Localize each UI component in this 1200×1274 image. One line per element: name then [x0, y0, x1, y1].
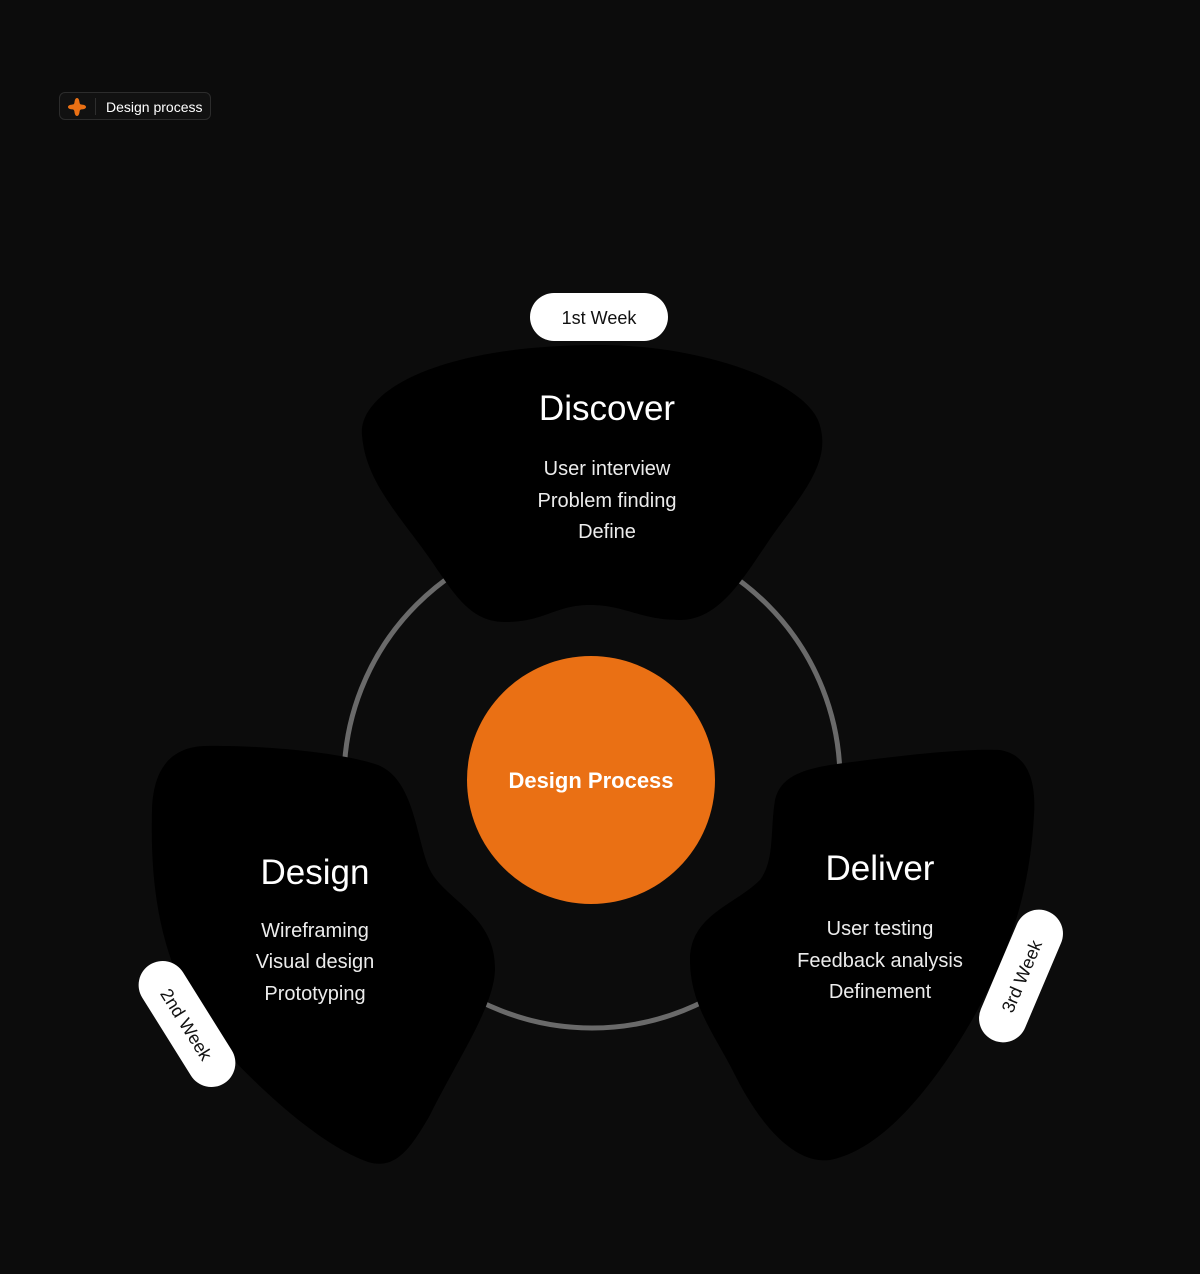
week-label: 1st Week [562, 308, 638, 328]
deliver-item: Feedback analysis [797, 950, 963, 972]
discover-item: User interview [544, 458, 671, 480]
discover-title: Discover [539, 389, 675, 428]
design-item: Prototyping [264, 983, 365, 1005]
design-petal [151, 745, 495, 1164]
design-item: Visual design [256, 951, 375, 973]
deliver-item: Definement [829, 981, 932, 1003]
design-title: Design [261, 853, 370, 892]
discover-item: Define [578, 521, 636, 543]
deliver-item: User testing [827, 918, 934, 940]
week-pill-1st: 1st Week [530, 293, 668, 341]
design-process-tag: Design process [59, 92, 211, 120]
design-item: Wireframing [261, 920, 369, 942]
tag-label: Design process [106, 99, 203, 115]
discover-item: Problem finding [538, 490, 677, 512]
tag-divider [95, 98, 96, 115]
sparkle-icon [68, 98, 86, 116]
discover-petal [361, 345, 823, 622]
center-circle [467, 656, 715, 904]
week-pill-3rd: 3rd Week [979, 909, 1063, 1043]
deliver-title: Deliver [826, 849, 935, 888]
deliver-petal [690, 749, 1035, 1161]
center-label: Design Process [508, 768, 673, 793]
